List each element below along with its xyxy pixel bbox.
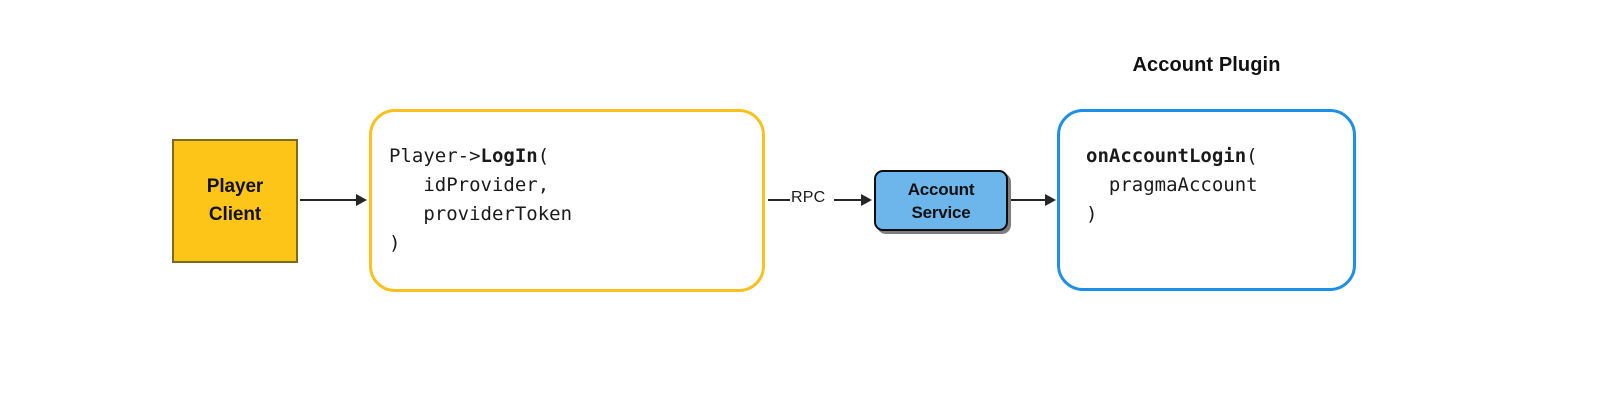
client-code-panel: [369, 109, 765, 292]
player-client-label-line1: Player: [206, 176, 264, 197]
arrow-head-icon: [1045, 194, 1056, 206]
connector-line-right: [834, 199, 863, 201]
client-code-text: Player->LogIn( idProvider, providerToken…: [389, 142, 572, 258]
plugin-code-line1-method: onAccountLogin: [1086, 145, 1247, 167]
account-plugin-title: Account Plugin: [1132, 54, 1281, 76]
connector-line: [1011, 199, 1047, 201]
client-code-line1-pre: Player->: [389, 145, 481, 167]
arrow-head-icon: [356, 194, 367, 206]
client-code-line3: providerToken: [389, 203, 573, 225]
client-code-line2: idProvider,: [389, 174, 550, 196]
player-client-node: Player Client: [172, 139, 298, 263]
account-plugin-panel: [1057, 109, 1356, 291]
plugin-code-line1-post: (: [1246, 145, 1258, 167]
arrow-head-icon: [861, 194, 872, 206]
connector-line: [300, 199, 358, 201]
client-code-line1-method: LogIn: [480, 145, 538, 167]
account-service-label-line1: Account: [907, 179, 975, 199]
rpc-label: RPC: [791, 189, 826, 206]
account-service-node: Account Service: [874, 170, 1008, 231]
account-service-label-line2: Service: [911, 202, 971, 222]
player-client-label-line2: Client: [208, 204, 262, 225]
plugin-code-line2: pragmaAccount: [1086, 174, 1258, 196]
client-code-line1-post: (: [537, 145, 550, 167]
plugin-code-line3: ): [1086, 203, 1098, 225]
client-code-line4: ): [389, 232, 401, 254]
connector-line-left: [768, 199, 790, 201]
plugin-code-text: onAccountLogin( pragmaAccount ): [1086, 142, 1258, 229]
